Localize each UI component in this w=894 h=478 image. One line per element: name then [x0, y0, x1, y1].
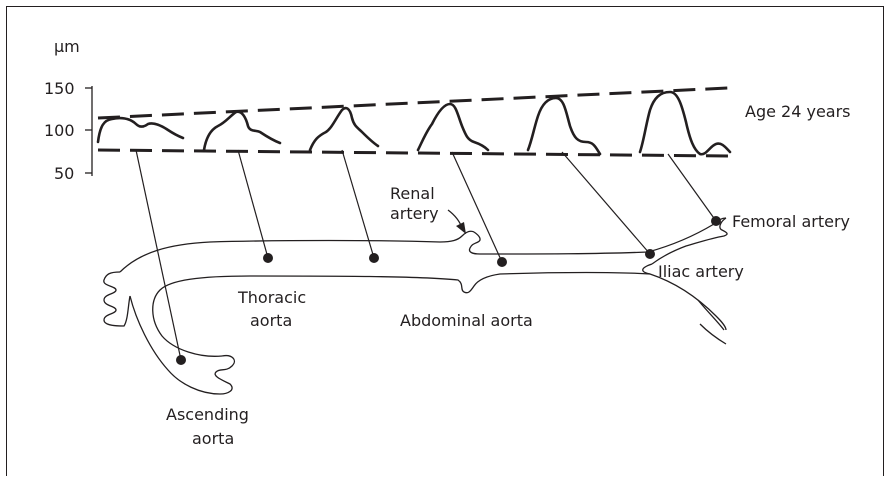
waveform-iliac: [528, 98, 600, 154]
ascending-root: [130, 296, 234, 394]
y-axis: μm 150 100 50: [44, 37, 92, 183]
artery-outline: [104, 210, 727, 394]
arch-head: [104, 272, 130, 326]
point-thoracic-2: [369, 253, 379, 263]
waveform-thoracic: [204, 112, 280, 150]
ascending-label-line2: aorta: [192, 429, 234, 448]
point-abdominal: [497, 257, 507, 267]
renal-label-line1: Renal: [390, 184, 435, 203]
waveform-abdominal: [418, 104, 488, 150]
point-thoracic: [263, 253, 273, 263]
y-tick-label-50: 50: [54, 164, 74, 183]
renal-branch: [469, 232, 480, 254]
lower-envelope-line: [98, 150, 728, 156]
femoral-label: Femoral artery: [732, 212, 850, 231]
aorta-upper-wall: [120, 231, 474, 272]
leader-ascending: [136, 150, 181, 360]
pressure-waveforms: [98, 92, 730, 154]
waveform-ascending: [98, 118, 183, 142]
renal-arrow-head: [456, 222, 466, 234]
abdominal-label: Abdominal aorta: [400, 311, 533, 330]
point-femoral: [711, 216, 721, 226]
y-tick-label-150: 150: [44, 79, 75, 98]
leader-thoracic-2: [342, 150, 374, 258]
upper-envelope-line: [98, 88, 728, 118]
age-label: Age 24 years: [745, 102, 851, 121]
ascending-label-line1: Ascending: [166, 405, 249, 424]
point-iliac: [645, 249, 655, 259]
waveform-femoral: [640, 92, 730, 154]
renal-label-line2: artery: [390, 204, 439, 223]
point-ascending: [176, 355, 186, 365]
waveform-thoracic-2: [310, 108, 378, 150]
thoracic-label-line2: aorta: [250, 311, 292, 330]
y-tick-label-100: 100: [44, 121, 75, 140]
leader-femoral: [668, 154, 716, 221]
leader-iliac: [562, 152, 650, 254]
aorta-upper-wall-distal: [480, 218, 726, 254]
iliac-label: Iliac artery: [658, 262, 744, 281]
leader-abdominal: [452, 152, 502, 262]
thoracic-label-line1: Thoracic: [237, 288, 306, 307]
y-axis-unit: μm: [54, 37, 80, 56]
